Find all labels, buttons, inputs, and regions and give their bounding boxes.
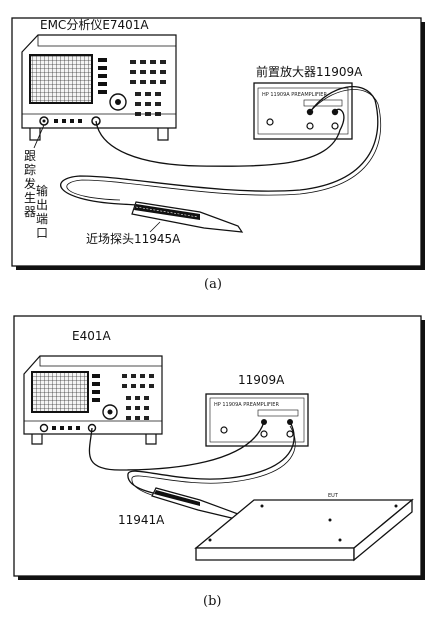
svg-text:输: 输	[36, 183, 48, 198]
caption-b: (b)	[203, 594, 221, 609]
analyzer-label-a: EMC分析仪E7401A	[40, 18, 149, 32]
preamplifier-a: HP 11909A PREAMPLIFIER	[253, 82, 353, 140]
cable-analyzer-to-preamp-a	[95, 108, 345, 167]
emc-analyzer-b	[23, 355, 163, 445]
preamp-label-b: 11909A	[238, 373, 285, 387]
svg-text:端: 端	[36, 212, 48, 226]
svg-text:踪: 踪	[24, 163, 36, 177]
eut-device	[194, 498, 414, 562]
near-field-probe-a	[131, 201, 244, 233]
caption-a: (a)	[204, 277, 222, 292]
cable-analyzer-to-preamp-b	[88, 421, 265, 471]
preamplifier-b: HP 11909A PREAMPLIFIER	[205, 393, 309, 447]
svg-text:口: 口	[36, 226, 48, 240]
svg-text:出: 出	[36, 198, 48, 212]
svg-text:跟: 跟	[24, 149, 36, 163]
panel-a: EMC分析仪E7401A HP 11909A PREAMPLIFIER 前置放大…	[11, 17, 425, 270]
emc-analyzer-a	[21, 34, 177, 141]
panel-b: E401A HP 11909A PREAMPLIFIER 11909A 1194…	[13, 315, 425, 580]
probe-label-b: 11941A	[118, 513, 165, 527]
analyzer-label-b: E401A	[72, 329, 111, 343]
svg-text:发: 发	[24, 176, 36, 191]
preamp-label-a: 前置放大器11909A	[256, 64, 363, 79]
probe-label-a: 近场探头11945A	[86, 232, 181, 246]
svg-text:器: 器	[24, 205, 36, 219]
port-label-a: 跟 踪 发 生 器 输 出 端 口	[24, 149, 48, 240]
analyzer-screen	[29, 54, 93, 104]
svg-text:HP 11909A PREAMPLIFIER: HP 11909A PREAMPLIFIER	[262, 92, 327, 98]
eut-label: EUT	[328, 493, 339, 499]
svg-text:生: 生	[24, 191, 36, 205]
analyzer-screen-b	[31, 371, 89, 413]
svg-text:HP 11909A PREAMPLIFIER: HP 11909A PREAMPLIFIER	[214, 402, 279, 408]
